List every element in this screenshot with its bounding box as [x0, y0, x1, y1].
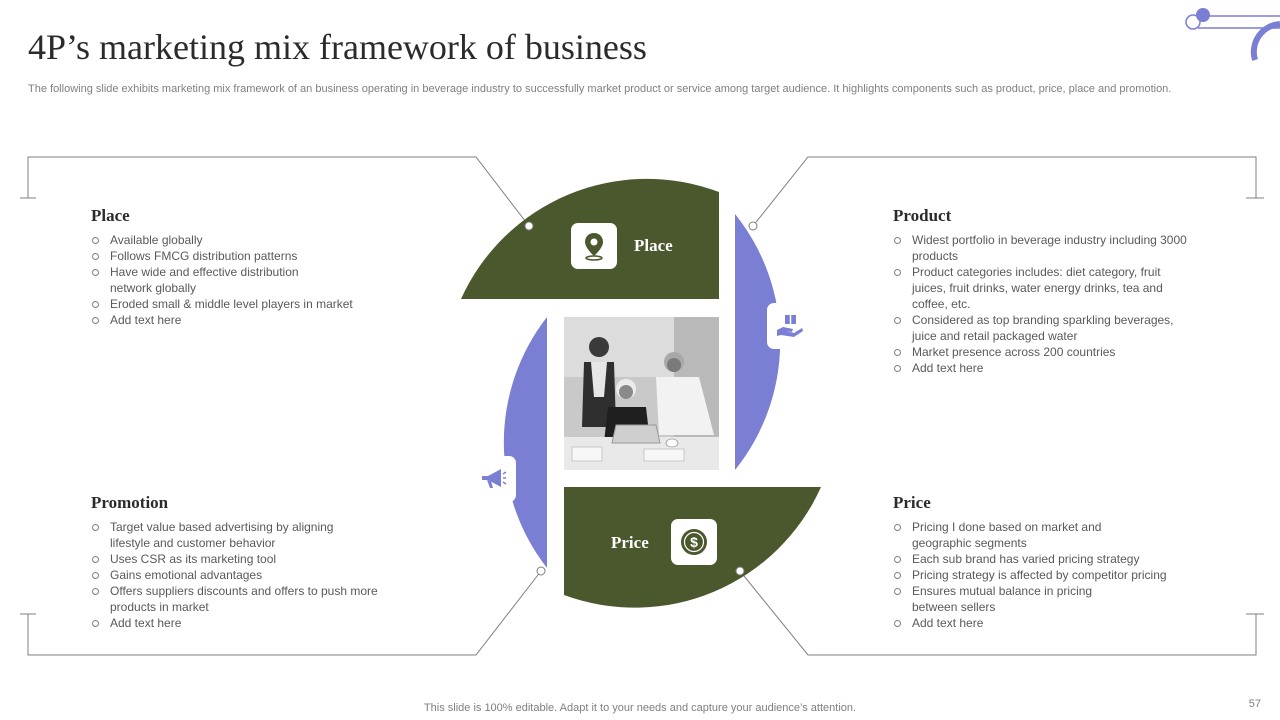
list-item: Follows FMCG distribution patterns	[91, 248, 391, 264]
list-item: Ensures mutual balance in pricing betwee…	[893, 583, 1137, 615]
list-item: Target value based advertising by aligni…	[91, 519, 365, 551]
product-list: Widest portfolio in beverage industry in…	[893, 232, 1193, 376]
connector-dots	[524, 221, 758, 576]
list-item: Pricing strategy is affected by competit…	[893, 567, 1203, 583]
svg-text:$: $	[690, 534, 698, 550]
frame-lines	[20, 156, 1264, 656]
footer-note: This slide is 100% editable. Adapt it to…	[423, 702, 857, 714]
promotion-heading: Promotion	[91, 493, 169, 512]
promotion-section: Promotion Target value based advertising…	[91, 493, 381, 631]
frame-top-left	[20, 156, 530, 227]
segment-promotion-label: Promotion	[484, 357, 503, 435]
place-heading: Place	[91, 206, 130, 225]
product-heading: Product	[893, 206, 952, 225]
megaphone-icon	[482, 469, 507, 488]
list-item: Each sub brand has varied pricing strate…	[893, 551, 1203, 567]
list-item: Product categories includes: diet catego…	[893, 264, 1172, 312]
segment-promotion	[503, 317, 547, 568]
list-item: Eroded small & middle level players in m…	[91, 296, 391, 312]
list-item: Offers suppliers discounts and offers to…	[91, 583, 380, 615]
hand-box-icon	[777, 315, 803, 337]
list-item: Available globally	[91, 232, 391, 248]
page-number: 57	[1248, 698, 1261, 710]
promotion-list: Target value based advertising by aligni…	[91, 519, 381, 631]
segment-product	[735, 214, 781, 470]
promotion-icon-box	[470, 456, 516, 502]
place-icon-box	[571, 223, 617, 269]
list-item: Add text here	[893, 615, 1203, 631]
list-item: Considered as top branding sparkling bev…	[893, 312, 1174, 344]
list-item: Add text here	[91, 312, 391, 328]
list-item: Add text here	[893, 360, 1193, 376]
list-item: Uses CSR as its marketing tool	[91, 551, 381, 567]
segment-product-label: Product	[782, 367, 801, 427]
page-subtitle: The following slide exhibits marketing m…	[28, 83, 1172, 95]
team-meeting-photo	[564, 317, 719, 470]
price-heading: Price	[893, 493, 931, 512]
frame-bottom-left	[20, 570, 542, 656]
price-section: Price Pricing I done based on market and…	[893, 493, 1203, 631]
location-pin-icon	[585, 233, 603, 261]
list-item: Market presence across 200 countries	[893, 344, 1193, 360]
list-item: Add text here	[91, 615, 381, 631]
page-title: 4P’s marketing mix framework of business	[28, 27, 647, 67]
dollar-coin-icon: $	[681, 529, 707, 555]
corner-decoration	[1185, 8, 1280, 61]
list-item: Pricing I done based on market and geogr…	[893, 519, 1152, 551]
list-item: Widest portfolio in beverage industry in…	[893, 232, 1193, 264]
place-list: Available globally Follows FMCG distribu…	[91, 232, 391, 328]
frame-top-right	[752, 156, 1264, 227]
list-item: Have wide and effective distribution net…	[91, 264, 325, 296]
frame-bottom-right	[739, 570, 1264, 656]
product-section: Product Widest portfolio in beverage ind…	[893, 206, 1193, 376]
place-section: Place Available globally Follows FMCG di…	[91, 206, 391, 328]
list-item: Gains emotional advantages	[91, 567, 381, 583]
product-icon-box	[767, 303, 813, 349]
price-list: Pricing I done based on market and geogr…	[893, 519, 1203, 631]
segment-price-label: Price	[611, 533, 649, 552]
price-icon-box: $	[671, 519, 717, 565]
segment-place-label: Place	[634, 236, 673, 255]
